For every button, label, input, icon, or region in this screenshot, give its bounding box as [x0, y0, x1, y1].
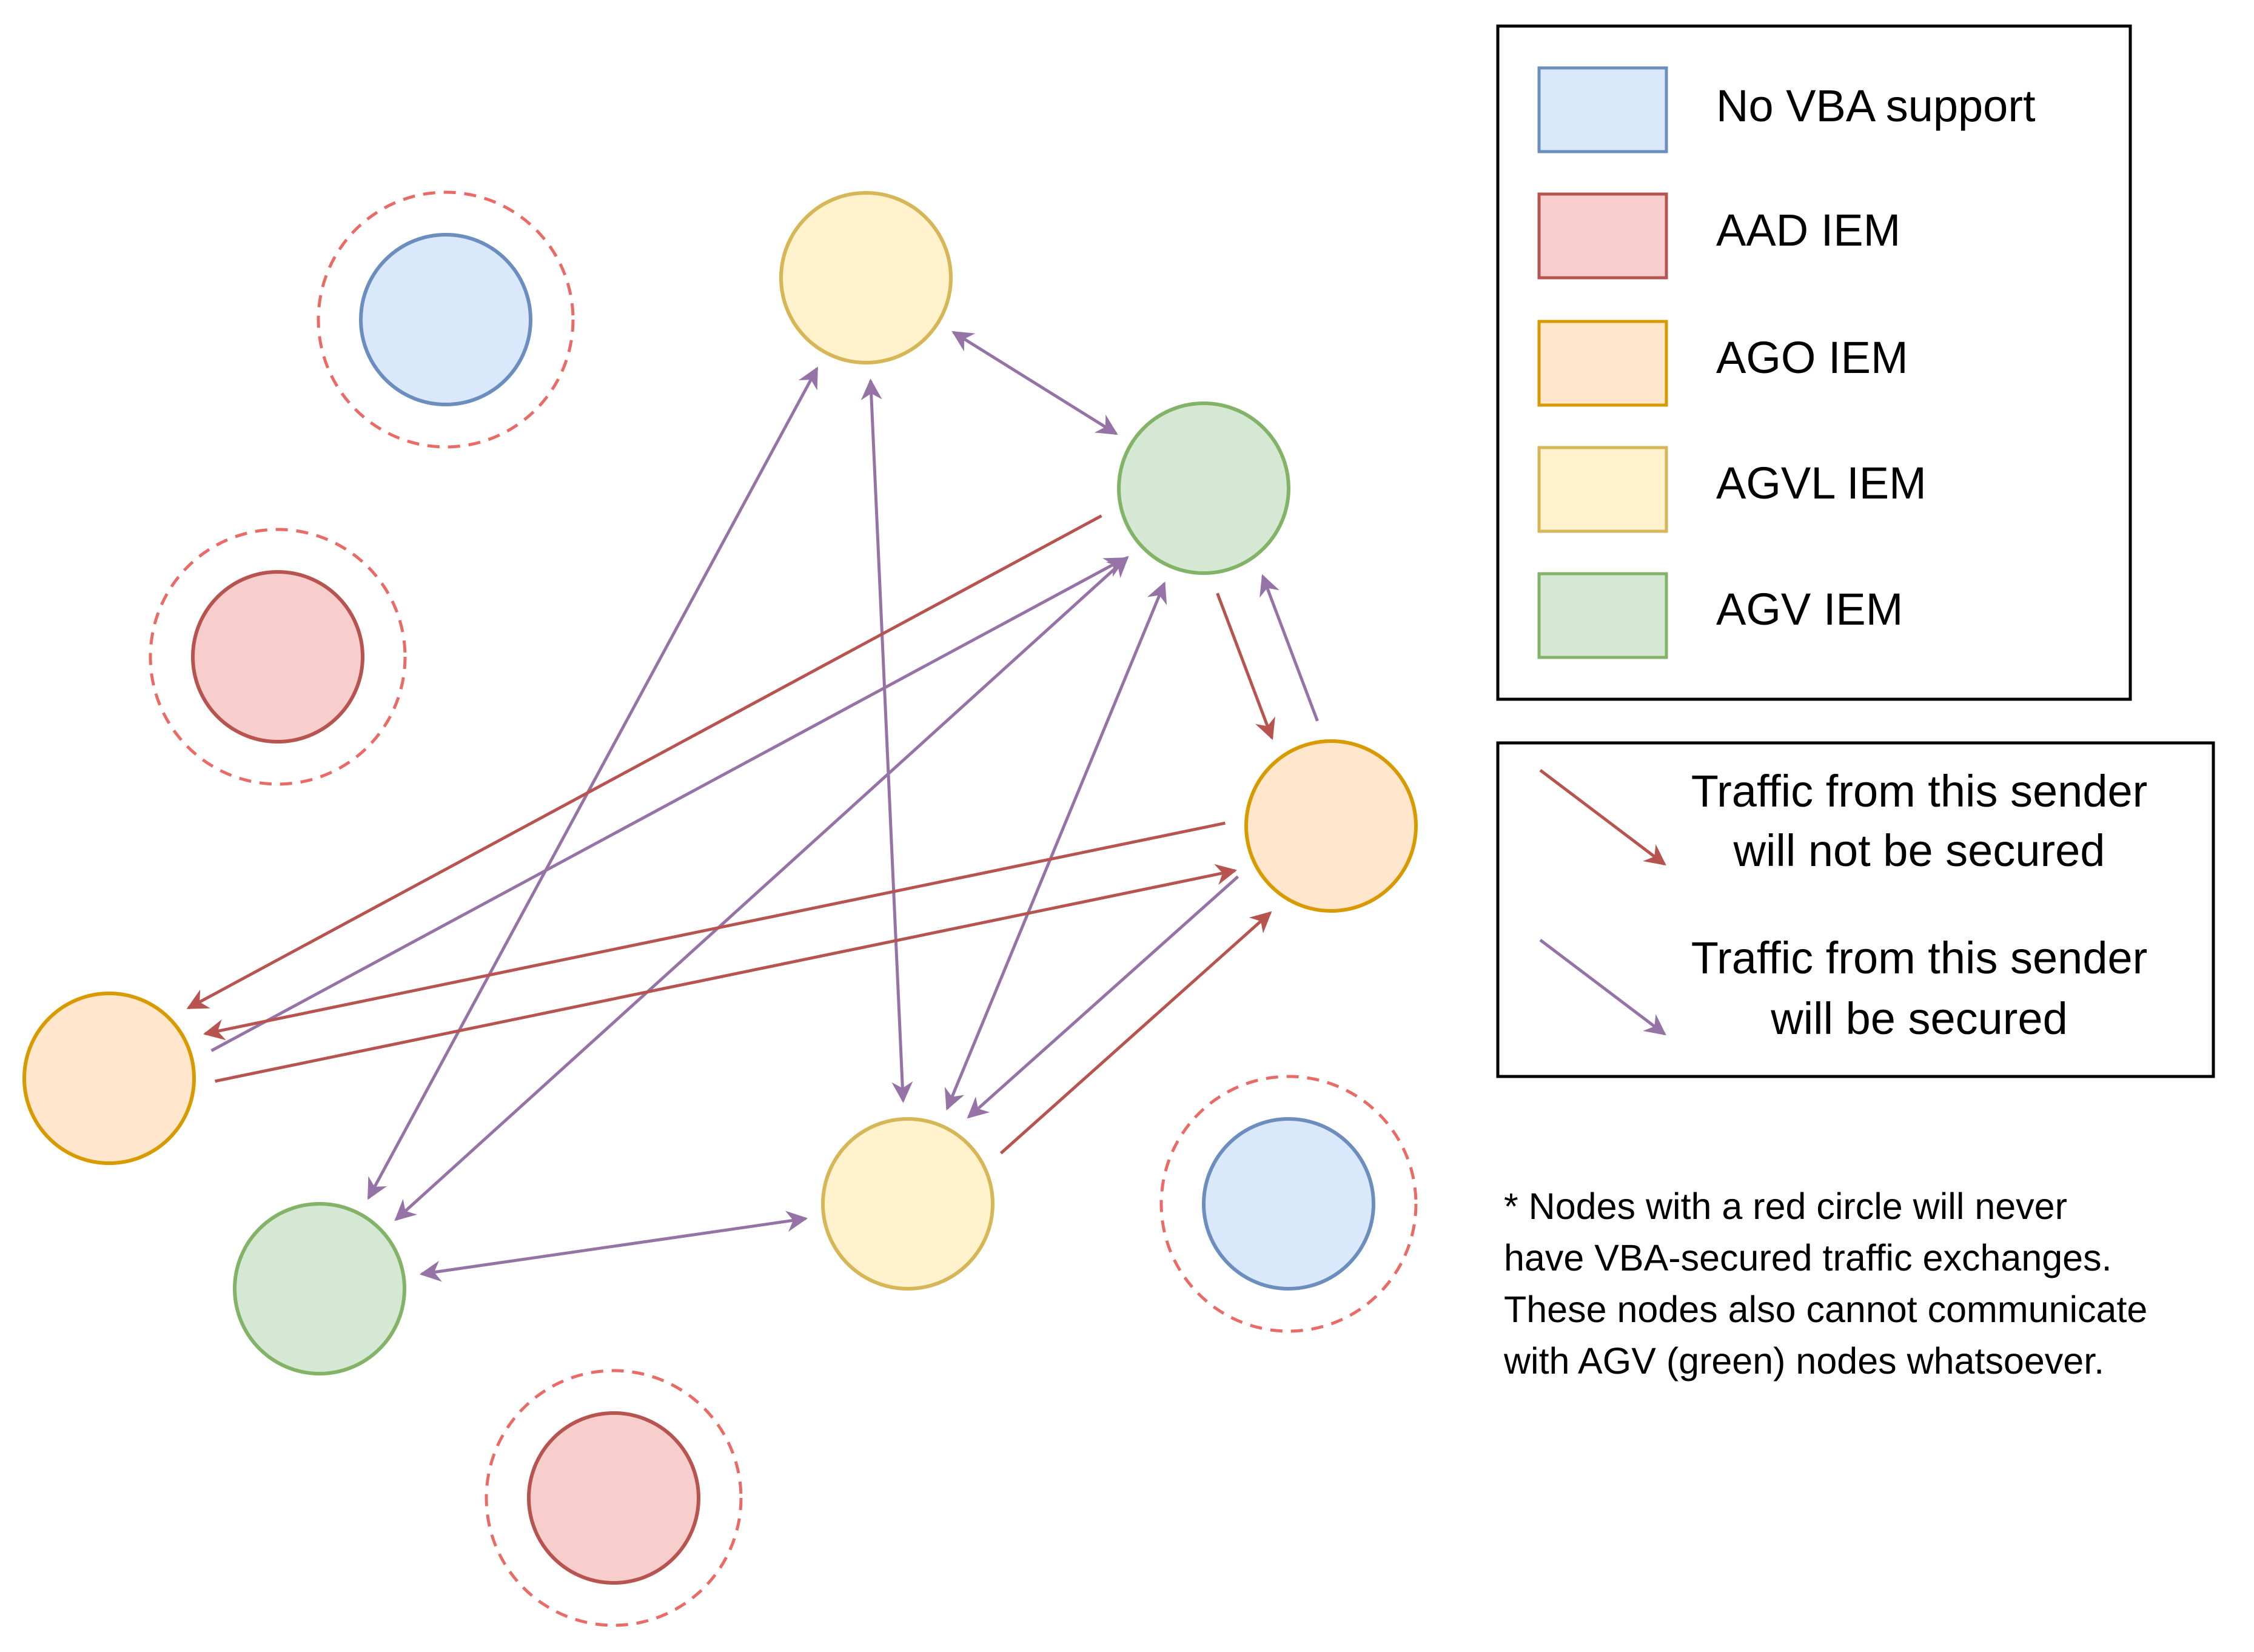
node-n7-agv	[233, 1202, 406, 1375]
secured-label-line2: will be secured	[1770, 993, 2067, 1044]
legend-swatch-agvl	[1537, 446, 1668, 533]
secured-label-line1: Traffic from this sender	[1691, 933, 2148, 983]
legend-swatch-no-vba	[1537, 66, 1668, 153]
node-type-legend: No VBA support AAD IEM AGO IEM AGVL IEM …	[1496, 24, 2132, 701]
edge-n4-n8-secured	[944, 581, 1167, 1111]
nodes-layer	[22, 190, 1418, 1627]
node-n2-aad	[191, 570, 364, 744]
exclusion-ring-n2	[149, 528, 407, 786]
edge-n5-n4-secured	[1259, 574, 1319, 722]
node-n4-agv	[1117, 401, 1290, 575]
arrow-legend: Traffic from this sender will not be sec…	[1496, 741, 2215, 1078]
footnote-line-3: These nodes also cannot communicate	[1504, 1289, 2147, 1330]
edge-n4-n5-unsecured	[1216, 593, 1275, 740]
unsecured-label-line2: will not be secured	[1733, 825, 2105, 876]
footnote: * Nodes with a red circle will never hav…	[1503, 1186, 2147, 1382]
edge-n5-n6-unsecured	[203, 821, 1226, 1041]
edge-n3-n4-secured	[951, 331, 1118, 435]
node-n9-no_vba	[1202, 1117, 1375, 1291]
edge-n7-n8-secured	[419, 1210, 808, 1282]
legend-label-ago: AGO IEM	[1716, 332, 1908, 383]
legend-label-no-vba: No VBA support	[1716, 81, 2036, 131]
exclusion-ring-n1	[317, 190, 575, 449]
unsecured-arrow-sample	[1539, 769, 1666, 866]
node-n1-no_vba	[359, 233, 532, 406]
edge-n3-n7-secured	[367, 366, 819, 1200]
node-n3-agvl	[779, 191, 953, 364]
footnote-line-1: * Nodes with a red circle will never	[1504, 1186, 2067, 1227]
node-n5-ago	[1244, 739, 1418, 913]
footnote-line-4: with AGV (green) nodes whatsoever.	[1503, 1340, 2104, 1382]
edge-n6-n5-unsecured	[215, 864, 1238, 1083]
edge-n3-n8-secured	[860, 378, 913, 1103]
node-n8-agvl	[821, 1117, 995, 1291]
legend-swatch-aad	[1537, 192, 1668, 280]
edges-layer	[186, 331, 1319, 1282]
footnote-line-2: have VBA-secured traffic exchanges.	[1504, 1237, 2112, 1278]
edge-n5-n8-secured	[967, 875, 1239, 1119]
arrow-legend-frame	[1496, 741, 2215, 1078]
unsecured-label-line1: Traffic from this sender	[1691, 766, 2148, 816]
edge-n4-n7-secured	[394, 556, 1129, 1221]
edge-n8-n5-unsecured	[999, 911, 1272, 1155]
exclusion-ring-n9	[1159, 1075, 1418, 1333]
legend-swatch-agv	[1537, 572, 1668, 659]
legend-label-agv: AGV IEM	[1716, 584, 1903, 634]
exclusion-ring-n10	[485, 1369, 743, 1627]
legend-label-agvl: AGVL IEM	[1716, 458, 1927, 508]
secured-arrow-sample	[1539, 939, 1666, 1036]
legend-label-aad: AAD IEM	[1716, 205, 1900, 255]
legend-swatch-ago	[1537, 320, 1668, 407]
node-n10-aad	[527, 1411, 700, 1585]
node-n6-ago	[22, 992, 196, 1165]
